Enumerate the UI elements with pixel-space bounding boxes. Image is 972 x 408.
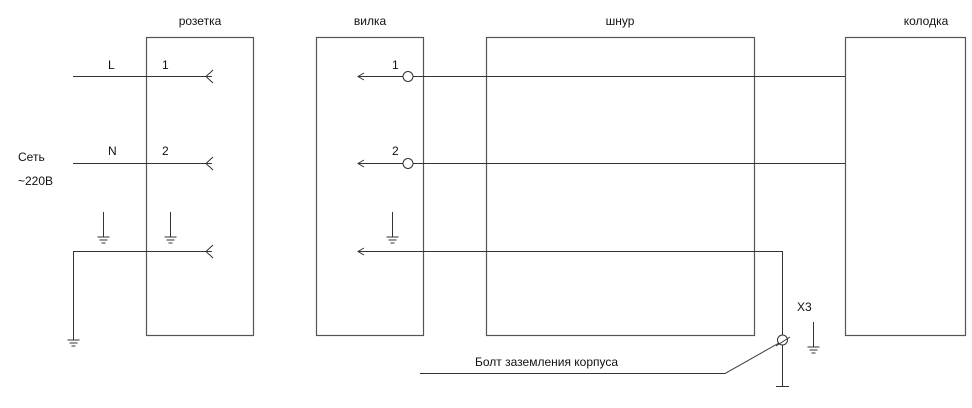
plug-label: вилка (354, 14, 387, 28)
terminal-block-box (844, 36, 967, 337)
terminal-circle-icon (402, 158, 414, 169)
wire-PE-socket (67, 244, 214, 347)
plug-pin2-label: 2 (392, 144, 399, 158)
arrow-contact-icon (205, 69, 214, 84)
plug-pin1-label: 1 (392, 58, 399, 72)
bolt-label: Болт заземления корпуса (475, 355, 618, 369)
wire-L (73, 69, 214, 84)
ground-icon (386, 211, 399, 244)
leader-line (420, 342, 780, 374)
socket-box (145, 36, 255, 337)
ground-icon (97, 211, 110, 244)
ground-icon (67, 339, 80, 347)
wire-N (73, 156, 214, 171)
terminal-block-label: колодка (904, 14, 949, 28)
ground-icon (807, 321, 820, 354)
wire-N-label: N (108, 144, 117, 158)
arrow-contact-icon (205, 156, 214, 171)
cord-box (485, 36, 756, 337)
socket-label: розетка (179, 14, 222, 28)
network-voltage: ~220В (18, 174, 53, 188)
grounding-bolt (420, 334, 791, 374)
wire-1-plug (357, 71, 845, 82)
ground-icon (164, 211, 177, 244)
wire-2-plug (357, 158, 845, 169)
socket-pin2-label: 2 (162, 144, 169, 158)
socket-pin1-label: 1 (162, 58, 169, 72)
plug-box (315, 36, 425, 337)
wire-L-label: L (108, 58, 115, 72)
terminal-circle-icon (777, 334, 788, 346)
arrow-contact-icon (205, 244, 214, 259)
cord-label: шнур (606, 14, 635, 28)
wire-PE-plug (357, 247, 789, 387)
network-label: Сеть (18, 150, 45, 164)
bolt-ref: X3 (797, 300, 812, 314)
terminal-circle-icon (402, 71, 414, 82)
